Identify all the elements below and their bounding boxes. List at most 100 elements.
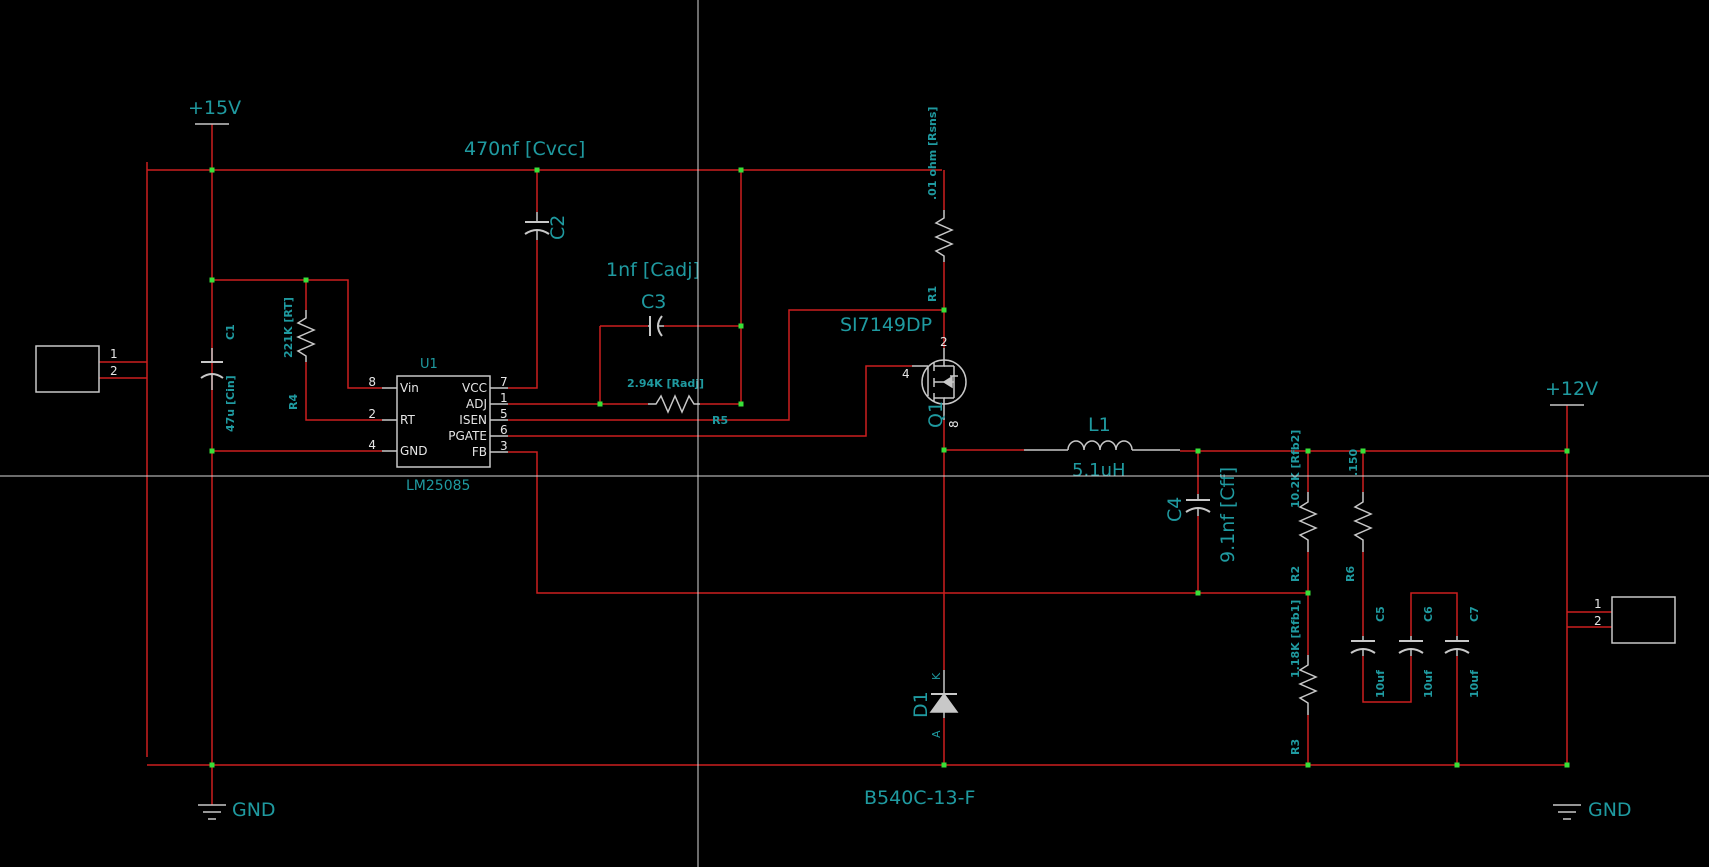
u1-left-pin-stubs <box>382 387 397 452</box>
gnd-right-symbol[interactable] <box>1553 804 1581 820</box>
gnd-left-symbol[interactable] <box>198 804 226 820</box>
symbol-layer <box>35 123 1676 820</box>
u1-pin-name-fb: FB <box>472 445 487 459</box>
r6-symbol[interactable] <box>1353 492 1373 552</box>
u1-pin-name-gnd: GND <box>400 444 428 458</box>
c6-value-label[interactable]: 10uf <box>1422 670 1435 698</box>
wire-layer[interactable] <box>99 124 1612 805</box>
u1-pin-num-4: 4 <box>368 438 376 452</box>
c6-symbol[interactable] <box>1398 636 1424 656</box>
output-conn-pin-2: 2 <box>1594 614 1602 628</box>
c3-value-label[interactable]: 1nf [Cadj] <box>606 259 700 281</box>
d1-anode-label: A <box>930 730 943 738</box>
u1-pin-name-vcc: VCC <box>462 381 487 395</box>
wire-r4-to-rt[interactable] <box>305 362 382 421</box>
l1-ref-label[interactable]: L1 <box>1088 414 1111 436</box>
q1-pin-8: 8 <box>947 420 961 428</box>
u1-pin-name-pgate: PGATE <box>448 429 487 443</box>
c1-symbol[interactable] <box>200 348 224 390</box>
c7-symbol[interactable] <box>1444 636 1470 656</box>
u1-pin-name-rt: RT <box>400 413 415 427</box>
u1-pin-num-3: 3 <box>500 439 508 453</box>
r1-ref-label[interactable]: R1 <box>926 286 939 302</box>
junction-dot <box>941 447 947 453</box>
u1-body[interactable] <box>396 375 491 468</box>
d1-part-label[interactable]: B540C-13-F <box>864 787 975 809</box>
r4-value-label[interactable]: 221K [RT] <box>282 297 295 358</box>
c2-value-label[interactable]: 470nf [Cvcc] <box>464 138 585 160</box>
d1-ref-label[interactable]: D1 <box>910 691 932 718</box>
vout-rail-label[interactable]: +12V <box>1545 378 1598 400</box>
junction-dot <box>1305 762 1311 768</box>
r1-symbol[interactable] <box>934 210 954 262</box>
r2-value-label[interactable]: 10.2K [Rfb2] <box>1289 430 1302 508</box>
q1-part-label[interactable]: SI7149DP <box>840 314 932 336</box>
l1-value-label[interactable]: 5.1uH <box>1072 460 1126 481</box>
junction-dot <box>1360 448 1366 454</box>
u1-pin-num-8: 8 <box>368 375 376 389</box>
vin-rail-label[interactable]: +15V <box>188 97 241 119</box>
gnd-left-label[interactable]: GND <box>232 799 276 821</box>
input-connector-body[interactable] <box>35 345 100 393</box>
gnd-right-label[interactable]: GND <box>1588 799 1632 821</box>
wire-c5-c6-bottom[interactable] <box>1362 656 1412 703</box>
junction-dot <box>1564 762 1570 768</box>
r6-ref-label[interactable]: R6 <box>1344 566 1357 582</box>
r3-symbol[interactable] <box>1298 655 1318 715</box>
r5-value-label[interactable]: 2.94K [Radj] <box>627 377 704 390</box>
r5-ref-label[interactable]: R5 <box>712 414 728 427</box>
wire-fb[interactable] <box>508 451 1309 594</box>
junction-dot <box>941 307 947 313</box>
r2-ref-label[interactable]: R2 <box>1289 566 1302 582</box>
junction-dot <box>209 167 215 173</box>
junction-dot <box>1564 448 1570 454</box>
junction-dot <box>1195 448 1201 454</box>
d1-symbol[interactable] <box>929 670 959 718</box>
r2-symbol[interactable] <box>1298 492 1318 552</box>
r4-symbol[interactable] <box>296 310 316 362</box>
junction-dot <box>597 401 603 407</box>
c4-symbol[interactable] <box>1185 494 1211 516</box>
junction-dot <box>303 277 309 283</box>
c2-symbol[interactable] <box>524 212 550 240</box>
u1-pin-num-2: 2 <box>368 407 376 421</box>
junction-dot <box>1305 590 1311 596</box>
q1-ref-label[interactable]: Q1 <box>925 401 947 428</box>
wire-pgate[interactable] <box>508 365 912 437</box>
u1-right-pin-stubs <box>490 387 508 453</box>
wire-isen[interactable] <box>508 309 944 421</box>
wire-c2-to-vcc[interactable] <box>508 240 538 389</box>
r5-symbol[interactable] <box>648 394 700 414</box>
l1-symbol[interactable] <box>1024 440 1180 451</box>
c5-ref-label[interactable]: C5 <box>1374 606 1387 622</box>
wire-vin-to-u1[interactable] <box>212 279 382 389</box>
u1-pin-name-adj: ADJ <box>466 397 487 411</box>
output-connector-body[interactable] <box>1611 596 1676 644</box>
c1-value-label[interactable]: 47u [Cin] <box>224 375 237 432</box>
c5-value-label[interactable]: 10uf <box>1374 670 1387 698</box>
c7-ref-label[interactable]: C7 <box>1468 606 1481 622</box>
u1-ref-label[interactable]: U1 <box>420 357 438 372</box>
junction-dot <box>209 448 215 454</box>
c7-value-label[interactable]: 10uf <box>1468 670 1481 698</box>
c1-ref-label[interactable]: C1 <box>224 324 237 340</box>
wire-c6-c7-top[interactable] <box>1410 592 1458 636</box>
r3-ref-label[interactable]: R3 <box>1289 739 1302 755</box>
c4-value-label[interactable]: 9.1nf [Cff] <box>1217 467 1239 563</box>
c5-symbol[interactable] <box>1350 636 1376 656</box>
u1-part-label[interactable]: LM25085 <box>406 478 470 494</box>
q1-symbol[interactable] <box>912 348 967 420</box>
c4-ref-label[interactable]: C4 <box>1164 497 1186 522</box>
junction-dot <box>1305 448 1311 454</box>
u1-pin-name-isen: ISEN <box>459 413 487 427</box>
r1-value-label[interactable]: .01 ohm [Rsns] <box>926 107 939 200</box>
c3-ref-label[interactable]: C3 <box>641 291 666 313</box>
r6-value-label[interactable]: .150 <box>1347 449 1360 476</box>
c3-symbol[interactable] <box>648 315 664 337</box>
c6-ref-label[interactable]: C6 <box>1422 606 1435 622</box>
r3-value-label[interactable]: 1.18K [Rfb1] <box>1289 600 1302 678</box>
c2-ref-label[interactable]: C2 <box>547 215 569 240</box>
r4-ref-label[interactable]: R4 <box>287 394 300 410</box>
